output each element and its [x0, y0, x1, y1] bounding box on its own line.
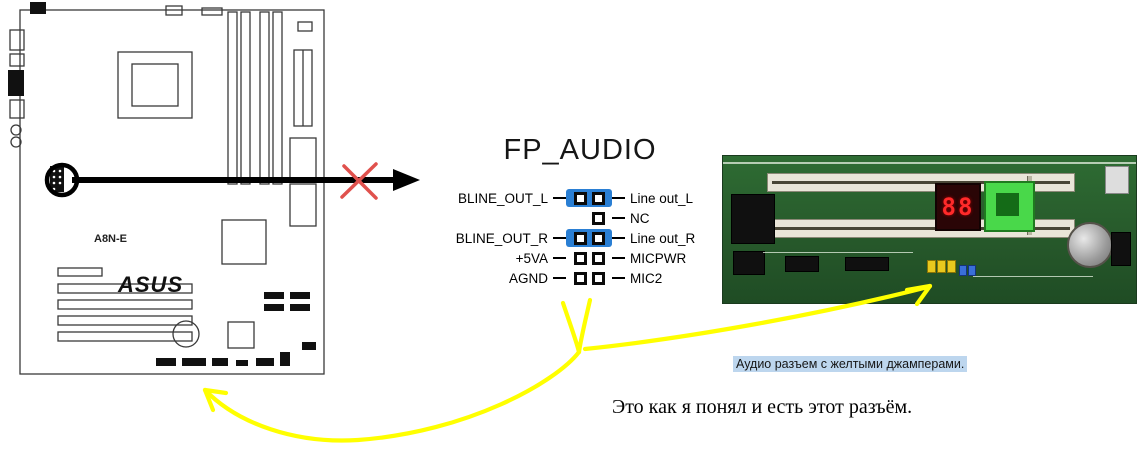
pin-wire	[553, 237, 566, 239]
yellow-jumper-block	[927, 260, 957, 278]
pin-wire	[553, 197, 566, 199]
audio-header	[50, 166, 64, 192]
pin-pair	[566, 249, 612, 267]
audio-header-circle	[44, 162, 80, 198]
ide-connector	[289, 137, 317, 181]
note-text: Это как я понял и есть этот разъём.	[612, 396, 913, 418]
front-panel-headers	[156, 342, 316, 366]
pin	[591, 211, 605, 225]
ide-connector	[289, 183, 317, 227]
silkscreen-line	[723, 162, 1136, 164]
pin-row: AGND MIC2	[400, 268, 695, 288]
chipset	[221, 219, 267, 265]
pin-pair	[566, 189, 612, 207]
pin-row: BLINE_OUT_R Line out_R	[400, 228, 695, 248]
red-x-mark	[340, 162, 378, 200]
chip	[731, 194, 775, 244]
pin-wire	[612, 217, 625, 219]
yellow-jumper	[937, 260, 946, 273]
fp-audio-pinout: BLINE_OUT_L Line out_L NC BLINE_OUT_R Li…	[400, 188, 695, 288]
asus-logo-text: ASUS	[117, 272, 183, 297]
pin-pair	[566, 209, 612, 227]
pin-wire	[612, 257, 625, 259]
pin-label-right: Line out_R	[630, 230, 696, 246]
pin	[591, 251, 605, 265]
chip	[227, 321, 255, 349]
white-connector	[1105, 166, 1129, 194]
motherboard-photo: 88	[722, 155, 1137, 304]
display-digits: 88	[941, 193, 975, 221]
blue-jumper	[959, 265, 967, 276]
pci-slot-groove	[772, 181, 1070, 184]
pin	[591, 191, 605, 205]
pin-wire	[612, 197, 625, 199]
chip	[733, 251, 765, 275]
pin	[591, 271, 605, 285]
silkscreen-line	[973, 276, 1093, 277]
pin-label-right: NC	[630, 210, 650, 226]
green-component-core	[996, 193, 1019, 216]
connector-title: FP_AUDIO	[503, 134, 657, 166]
pin-wire	[612, 277, 625, 279]
io-block	[30, 2, 46, 14]
silkscreen-line	[763, 252, 913, 253]
black-arrow	[72, 169, 420, 191]
chip	[785, 256, 819, 272]
board-model-label: A8N-E	[94, 233, 127, 245]
pin-pair	[566, 229, 612, 247]
motherboard-schematic: A8N-E ASUS	[8, 2, 325, 375]
board-outline	[19, 9, 325, 375]
photo-caption-highlight: Аудио разъем с желтыми джамперами.	[733, 356, 968, 372]
blue-jumper-block	[959, 263, 977, 281]
sata-ports	[264, 292, 310, 311]
pin-label-left: +5VA	[515, 250, 548, 266]
pci-slots	[57, 267, 193, 342]
pin-label-right: Line out_L	[630, 190, 694, 206]
pin-wire	[553, 277, 566, 279]
pin	[573, 251, 587, 265]
io-ports	[8, 29, 25, 148]
pin-label-left: AGND	[508, 270, 548, 286]
pin-label-right: MICPWR	[630, 250, 687, 266]
pin	[573, 191, 587, 205]
cmos-battery	[172, 320, 200, 348]
pin-row: NC	[400, 208, 695, 228]
pin-label-left: BLINE_OUT_L	[457, 190, 548, 206]
top-header	[201, 7, 223, 16]
cpu-socket	[117, 51, 193, 119]
cmos-battery-photo	[1067, 222, 1113, 268]
pin	[573, 231, 587, 245]
pin-wire	[553, 217, 566, 219]
yellow-jumper	[927, 260, 936, 273]
pci-slot-groove	[772, 227, 1070, 230]
pin-row: BLINE_OUT_L Line out_L	[400, 188, 695, 208]
photo-caption: Аудио разъем с желтыми джамперами.	[733, 356, 968, 372]
chip	[845, 257, 889, 271]
pin-label-left: BLINE_OUT_R	[455, 230, 548, 246]
pin	[573, 271, 587, 285]
pin-label-right: MIC2	[630, 270, 663, 286]
black-connector	[1111, 232, 1131, 266]
atx-connector	[293, 49, 313, 127]
yellow-arrow-left	[202, 297, 593, 443]
top-header	[165, 5, 183, 16]
ram-slots	[227, 11, 283, 185]
yellow-jumper	[947, 260, 956, 273]
seven-segment-display: 88	[935, 183, 981, 231]
top-right-header	[297, 21, 313, 32]
pin-wire	[553, 257, 566, 259]
pin	[591, 231, 605, 245]
pin-row: +5VA MICPWR	[400, 248, 695, 268]
blue-jumper	[968, 265, 976, 276]
green-component	[984, 181, 1035, 232]
pin-wire	[612, 237, 625, 239]
pin-pair	[566, 269, 612, 287]
